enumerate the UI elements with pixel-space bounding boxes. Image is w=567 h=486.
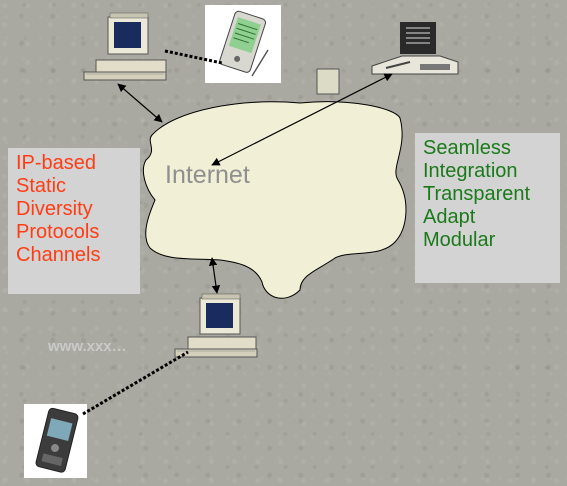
right-feature-item: Modular	[423, 229, 496, 251]
left-features-box: IP-based Static Diversity Protocols Chan…	[8, 148, 140, 294]
server-computer-icon	[174, 293, 258, 358]
left-feature-item: Static	[16, 175, 67, 197]
right-feature-item: Transparent	[423, 183, 531, 205]
left-feature-item: Protocols	[16, 221, 100, 243]
server-url-label: www.xxx…	[48, 338, 127, 355]
right-features-box: Seamless Integration Transparent Adapt M…	[415, 133, 560, 283]
pda-icon	[205, 5, 281, 83]
mobile-phone-icon	[24, 404, 87, 478]
internet-cloud	[142, 101, 407, 299]
left-feature-item: IP-based	[16, 152, 97, 174]
internet-label: Internet	[165, 161, 250, 189]
fax-machine-icon	[371, 22, 459, 75]
document-icon	[316, 68, 340, 95]
right-feature-item: Adapt	[423, 206, 476, 228]
left-feature-item: Channels	[16, 244, 101, 266]
right-feature-item: Integration	[423, 160, 518, 182]
desktop-computer-icon	[83, 12, 167, 81]
right-feature-item: Seamless	[423, 137, 511, 159]
left-feature-item: Diversity	[16, 198, 93, 220]
